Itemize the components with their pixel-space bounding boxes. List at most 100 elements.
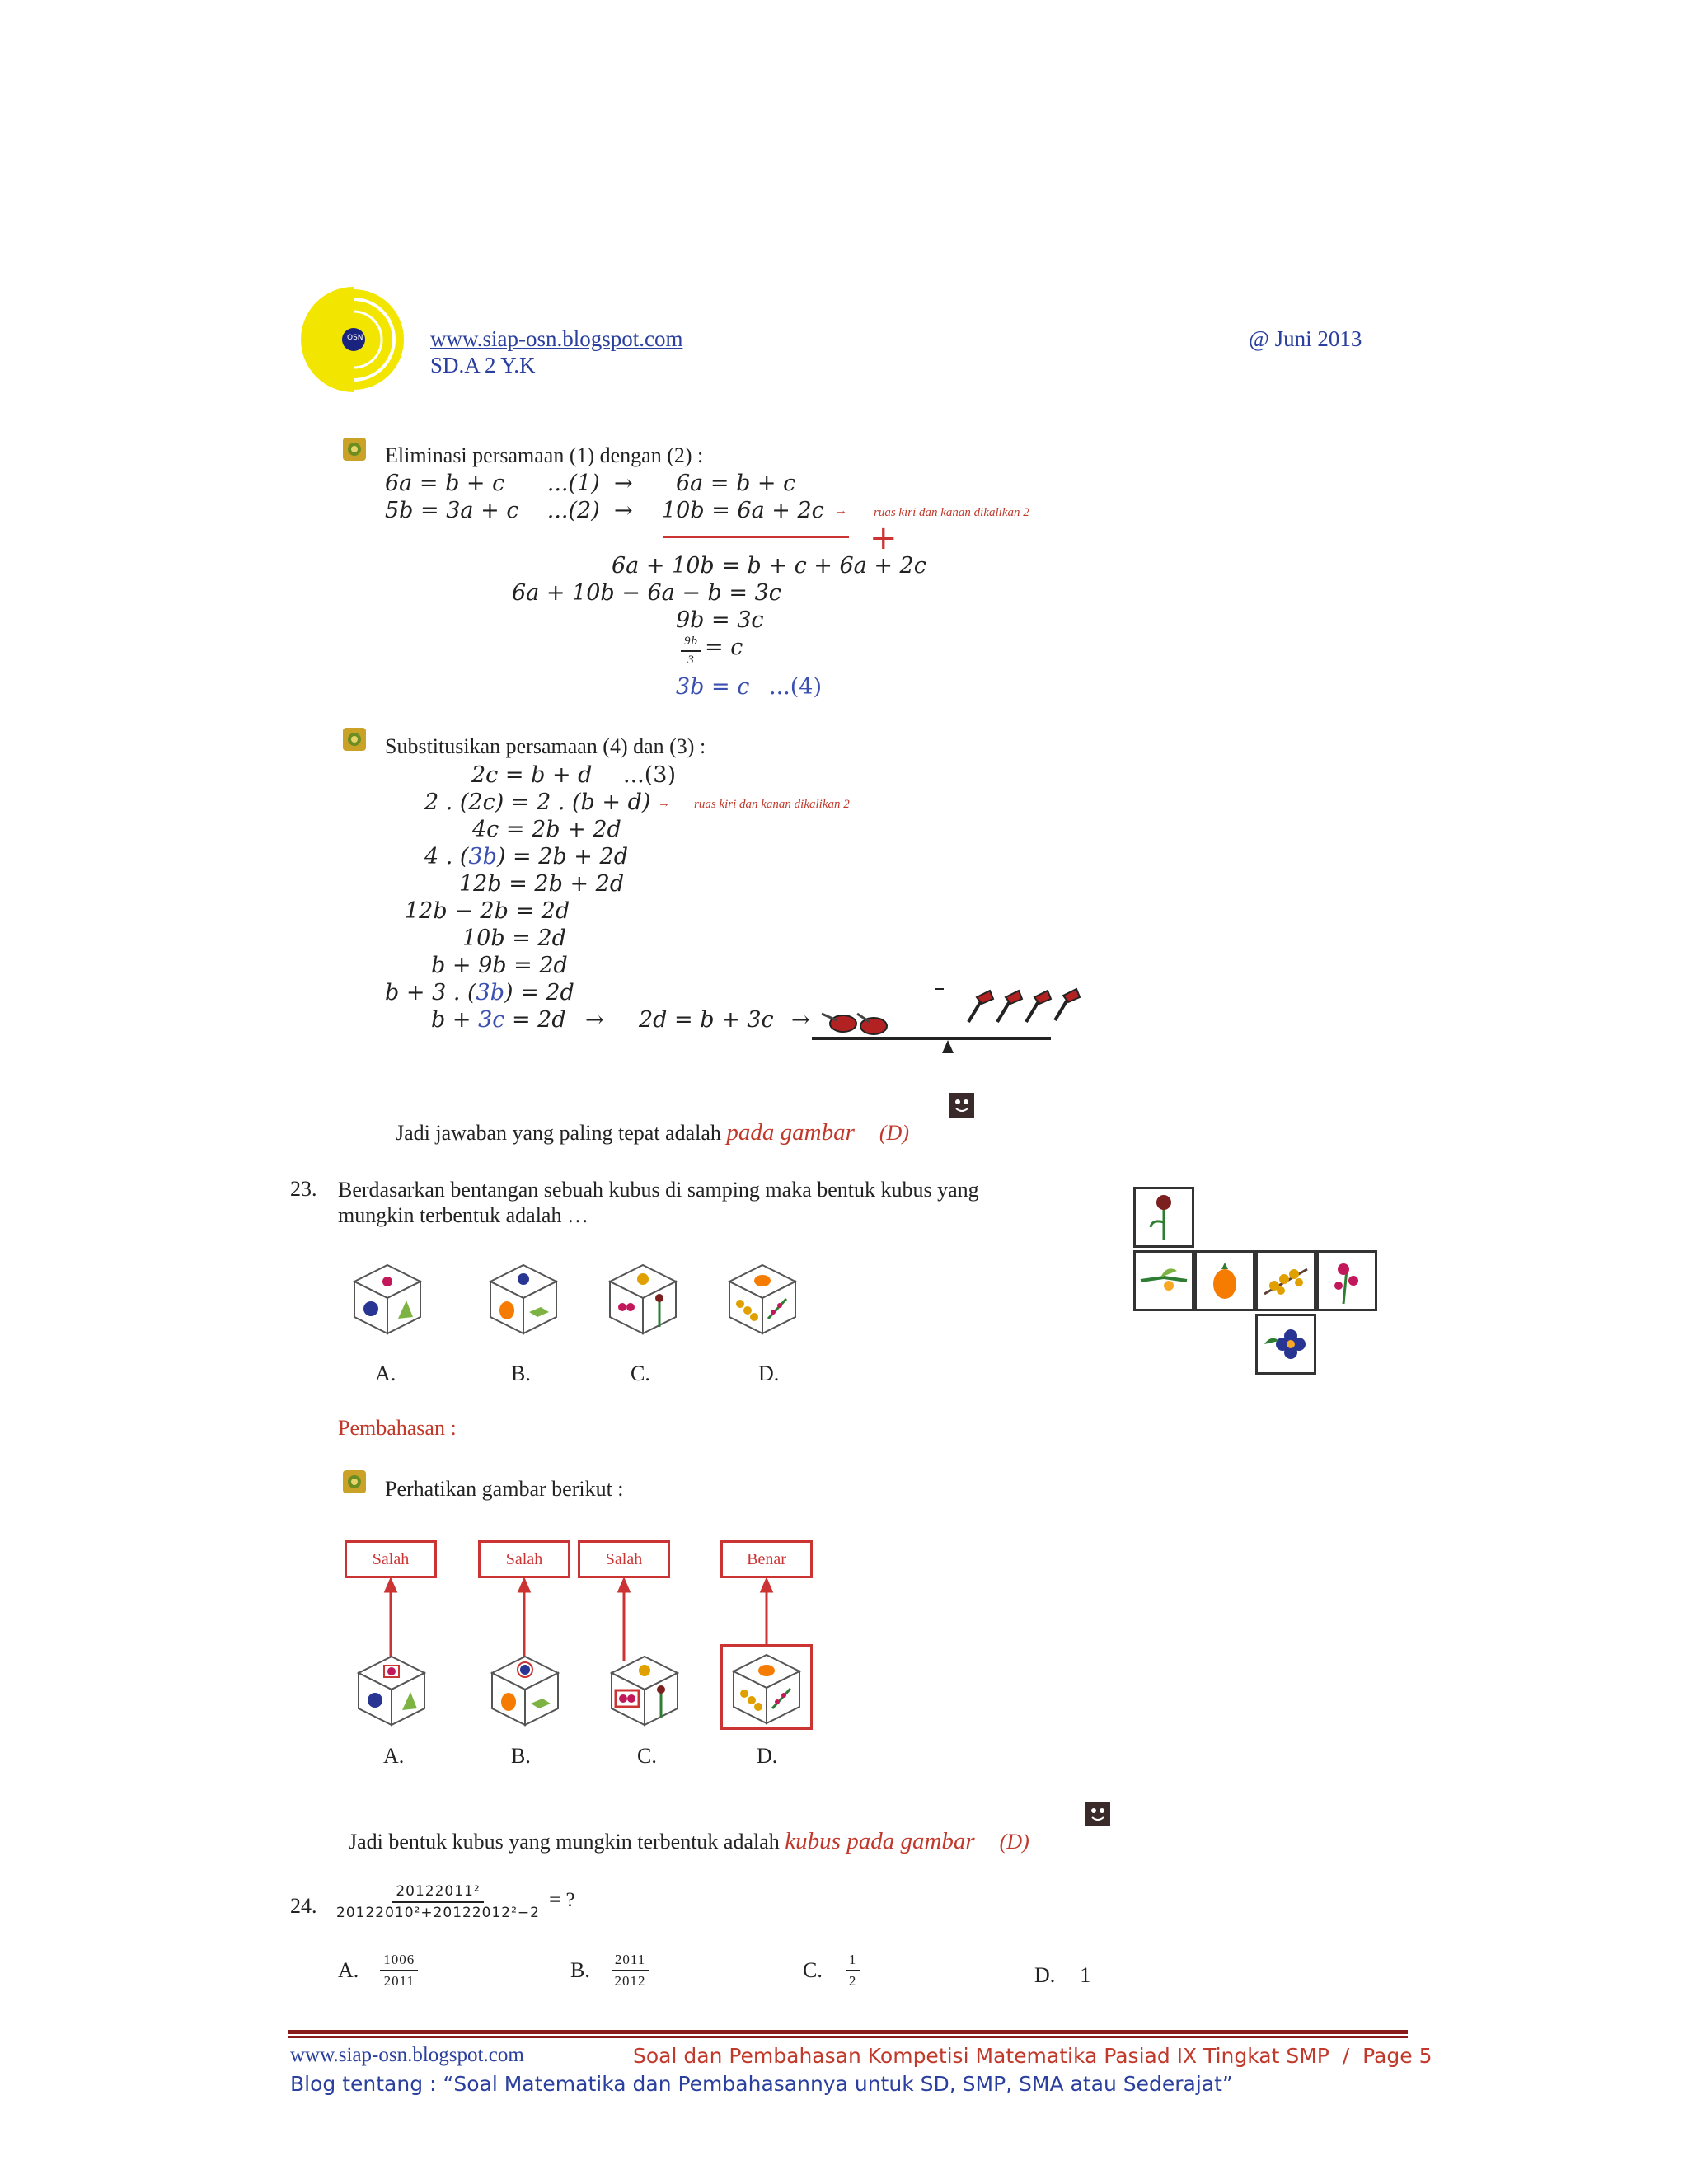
q23-answer-letter: (D)	[999, 1830, 1029, 1854]
arrow-1: →	[614, 471, 633, 496]
option-label-a: A.	[375, 1361, 396, 1385]
verdict-box-d: Benar	[720, 1540, 813, 1578]
q23-conclusion: Jadi bentuk kubus yang mungkin terbentuk…	[338, 1803, 1029, 1855]
s2-line-4-pre: 4 . (	[424, 844, 469, 869]
net-face-bottom	[1255, 1314, 1316, 1375]
footer-blog: Blog tentang : “Soal Matematika dan Pemb…	[290, 2072, 1233, 2096]
eq2-right: 10b = 6a + 2c	[662, 498, 824, 523]
verdict-arrows	[383, 1578, 774, 1661]
smiley-icon	[950, 1093, 974, 1122]
q24-option-a-den: 2011	[383, 1973, 415, 1989]
perhatikan-text: Perhatikan gambar berikut :	[385, 1477, 624, 1501]
frac-num: 9b	[681, 635, 701, 653]
footer-rule-thin	[288, 2036, 1408, 2038]
pembahasan-cube-d-highlight	[720, 1644, 813, 1730]
header-url-link[interactable]: www.siap-osn.blogspot.com	[430, 326, 683, 351]
option-label-b: B.	[511, 1361, 531, 1385]
net-face-2	[1194, 1250, 1255, 1311]
q24-denominator: 20122010²+20122012²−2	[336, 1905, 540, 1921]
bullet-icon	[342, 1469, 367, 1498]
q23-number: 23.	[290, 1177, 317, 1201]
s2-line-1: 2c = b + d	[471, 762, 593, 788]
s2-line-9: b + 3 . (3b) = 2d	[385, 980, 574, 1005]
s2-line-1-tag: ...(3)	[623, 762, 676, 788]
s2-line-6: 12b − 2b = 2d	[405, 898, 570, 924]
s2-line-4-post: ) = 2b + 2d	[496, 844, 628, 869]
answer-letter: (D)	[879, 1121, 909, 1145]
q24-rhs: = ?	[549, 1888, 575, 1911]
frac-den: 3	[687, 654, 695, 668]
note-arrow-2: →	[658, 797, 670, 810]
osn-logo: OSN	[298, 284, 410, 396]
s2-line-9-post: ) = 2d	[504, 980, 574, 1005]
conclusion-text: Jadi jawaban yang paling tepat adalah	[396, 1121, 727, 1145]
q23-answer-text: kubus pada gambar	[785, 1828, 975, 1854]
pembahasan-heading: Pembahasan :	[338, 1416, 457, 1440]
q24-option-c-den: 2	[848, 1973, 857, 1989]
note-2: ruas kiri dan kanan dikalikan 2	[694, 798, 850, 811]
arrow-2: →	[614, 498, 633, 523]
net-face-1	[1133, 1250, 1194, 1311]
s2-line-3: 4c = 2b + 2d	[472, 817, 621, 842]
note-1: ruas kiri dan kanan dikalikan 2	[874, 506, 1029, 519]
section1-intro: Eliminasi persamaan (1) dengan (2) :	[385, 443, 704, 467]
pembahasan-cube-c	[607, 1652, 682, 1731]
pembahasan-label-b: B.	[511, 1744, 531, 1768]
q24-option-a-num: 1006	[380, 1952, 419, 1971]
pembahasan-label-c: C.	[637, 1744, 657, 1768]
frac-rhs: = c	[705, 635, 743, 660]
q24-option-d-label: D.	[1034, 1963, 1056, 1987]
s2-final-rhs: 2d = b + 3c	[639, 1007, 774, 1033]
q24-option-d[interactable]: D. 1	[1034, 1963, 1090, 1988]
s2-line-10: b + 3c = 2d	[431, 1007, 566, 1033]
q24-option-b-label: B.	[570, 1958, 590, 1982]
step-2: 6a + 10b − 6a − b = 3c	[512, 580, 781, 606]
q24-option-c-num: 1	[845, 1952, 860, 1971]
q24-option-b-den: 2012	[614, 1973, 646, 1989]
footer-url-link[interactable]: www.siap-osn.blogspot.com	[290, 2044, 524, 2066]
verdict-box-a: Salah	[345, 1540, 437, 1578]
step-1: 6a + 10b = b + c + 6a + 2c	[612, 553, 926, 579]
option-cube-d[interactable]	[725, 1261, 799, 1339]
s2-line-8: b + 9b = 2d	[431, 953, 568, 978]
header-date: @ Juni 2013	[1249, 326, 1362, 351]
option-label-d: D.	[758, 1361, 780, 1385]
smiley-icon	[1085, 1802, 1110, 1830]
result-3b-c: 3b = c	[676, 674, 750, 700]
logo-text: OSN	[347, 334, 363, 342]
bullet-icon	[342, 727, 367, 756]
q24-number: 24.	[290, 1894, 317, 1918]
net-face-3	[1255, 1250, 1316, 1311]
s2-line-5: 12b = 2b + 2d	[459, 871, 625, 897]
plus-sign: +	[870, 519, 898, 557]
option-cube-b[interactable]	[486, 1261, 560, 1339]
verdict-box-b: Salah	[478, 1540, 570, 1578]
eq1-left: 6a = b + c ...(1)	[385, 471, 600, 496]
s2-arrow-2: →	[791, 1007, 810, 1033]
note-arrow-1: →	[835, 504, 847, 518]
sum-rule	[663, 536, 849, 538]
s2-line-4: 4 . (3b) = 2b + 2d	[424, 844, 628, 869]
net-face-top	[1133, 1187, 1194, 1248]
s2-arrow: →	[585, 1007, 604, 1033]
net-face-4	[1316, 1250, 1377, 1311]
header-subtitle: SD.A 2 Y.K	[430, 353, 536, 377]
s2-line-9-blue: 3b	[476, 980, 504, 1005]
footer-rule	[288, 2030, 1408, 2034]
s2-line-4-blue: 3b	[468, 844, 497, 869]
section2-conclusion: Jadi jawaban yang paling tepat adalah pa…	[385, 1094, 909, 1146]
q23-question: Berdasarkan bentangan sebuah kubus di sa…	[338, 1178, 979, 1227]
s2-line-10-pre: b +	[431, 1007, 479, 1033]
option-cube-a[interactable]	[350, 1261, 424, 1339]
verdict-box-c: Salah	[578, 1540, 670, 1578]
option-cube-c[interactable]	[606, 1261, 680, 1339]
pembahasan-cube-b	[488, 1652, 562, 1731]
eq1-right: 6a = b + c	[676, 471, 796, 496]
s2-line-9-pre: b + 3 . (	[385, 980, 476, 1005]
section2-intro: Substitusikan persamaan (4) dan (3) :	[385, 734, 706, 758]
q24-option-d-value: 1	[1080, 1963, 1091, 1987]
